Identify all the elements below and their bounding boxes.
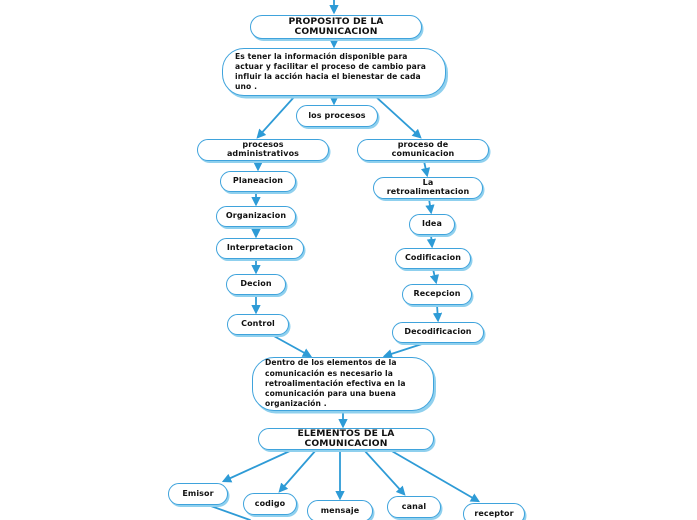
node-sintesis[interactable]: Dentro de los elementos de la comunicaci… <box>252 357 434 411</box>
node-label-proposito: PROPOSITO DE LA COMUNICACION <box>288 15 384 37</box>
node-label-los-procesos: los procesos <box>308 110 366 120</box>
node-codigo[interactable]: codigo <box>243 493 297 515</box>
node-la-retroalimentacion[interactable]: La retroalimentacion <box>373 177 483 199</box>
node-label-organizacion: Organizacion <box>225 211 287 221</box>
node-canal[interactable]: canal <box>387 496 441 518</box>
edge-recepcion-to-decodificacion <box>432 304 443 323</box>
node-label-planeacion: Planeacion <box>232 176 284 186</box>
node-elementos[interactable]: ELEMENTOS DE LA COMUNICACION <box>258 428 434 450</box>
node-decodificacion[interactable]: Decodificacion <box>392 322 484 343</box>
node-label-idea: Idea <box>422 219 442 229</box>
node-label-interpretacion: Interpretacion <box>226 243 294 253</box>
node-label-receptor: receptor <box>474 508 514 518</box>
node-emisor[interactable]: Emisor <box>168 483 228 505</box>
node-label-canal: canal <box>401 501 427 511</box>
node-organizacion[interactable]: Organizacion <box>216 206 296 227</box>
node-definicion[interactable]: Es tener la información disponible para … <box>222 48 446 96</box>
node-procesos-administrativos[interactable]: procesos administrativos <box>197 139 329 161</box>
node-label-codificacion: Codificacion <box>404 253 462 263</box>
edge-elementos-to-emisor <box>221 449 293 483</box>
node-receptor[interactable]: receptor <box>463 503 525 520</box>
node-label-definicion: Es tener la información disponible para … <box>235 51 426 92</box>
node-interpretacion[interactable]: Interpretacion <box>216 238 304 259</box>
edge-control-to-sintesis <box>271 334 313 358</box>
node-idea[interactable]: Idea <box>409 214 455 235</box>
node-label-emisor: Emisor <box>182 488 214 498</box>
node-decion[interactable]: Decion <box>226 274 286 295</box>
node-recepcion[interactable]: Recepcion <box>402 284 472 305</box>
node-planeacion[interactable]: Planeacion <box>220 171 296 192</box>
edge-elementos-to-codigo <box>278 449 317 493</box>
node-label-recepcion: Recepcion <box>413 289 461 299</box>
node-proceso-de-comunicacion[interactable]: proceso de comunicacion <box>357 139 489 161</box>
node-label-procesos-administrativos: procesos administrativos <box>226 140 300 158</box>
edge-elementos-to-receptor <box>389 449 481 503</box>
node-mensaje[interactable]: mensaje <box>307 500 373 520</box>
edge-elementos-to-canal <box>363 449 406 496</box>
node-codificacion[interactable]: Codificacion <box>395 248 471 269</box>
edge-decodificacion-to-sintesis <box>382 342 426 359</box>
edge-proceso-de-comunicacion-to-la-retroalimentacion <box>420 160 431 178</box>
node-label-control: Control <box>241 319 275 329</box>
node-label-elementos: ELEMENTOS DE LA COMUNICACION <box>297 427 395 449</box>
edge-codificacion-to-recepcion <box>429 268 439 285</box>
edge-la-retroalimentacion-to-idea <box>425 198 435 215</box>
edge-definicion-to-procesos-administrativos <box>256 95 296 139</box>
node-control[interactable]: Control <box>227 314 289 335</box>
node-proposito[interactable]: PROPOSITO DE LA COMUNICACION <box>250 15 422 39</box>
node-los-procesos[interactable]: los procesos <box>296 105 378 127</box>
node-label-codigo: codigo <box>254 498 286 508</box>
node-label-decion: Decion <box>240 279 272 289</box>
node-label-proceso-de-comunicacion: proceso de comunicacion <box>391 140 455 158</box>
node-label-sintesis: Dentro de los elementos de la comunicaci… <box>265 358 406 409</box>
edge-idea-to-codificacion <box>426 234 437 249</box>
edge-definicion-to-proceso-de-comunicacion <box>374 95 422 139</box>
node-label-mensaje: mensaje <box>320 505 360 515</box>
node-label-la-retroalimentacion: La retroalimentacion <box>386 178 470 196</box>
node-label-decodificacion: Decodificacion <box>404 327 472 337</box>
